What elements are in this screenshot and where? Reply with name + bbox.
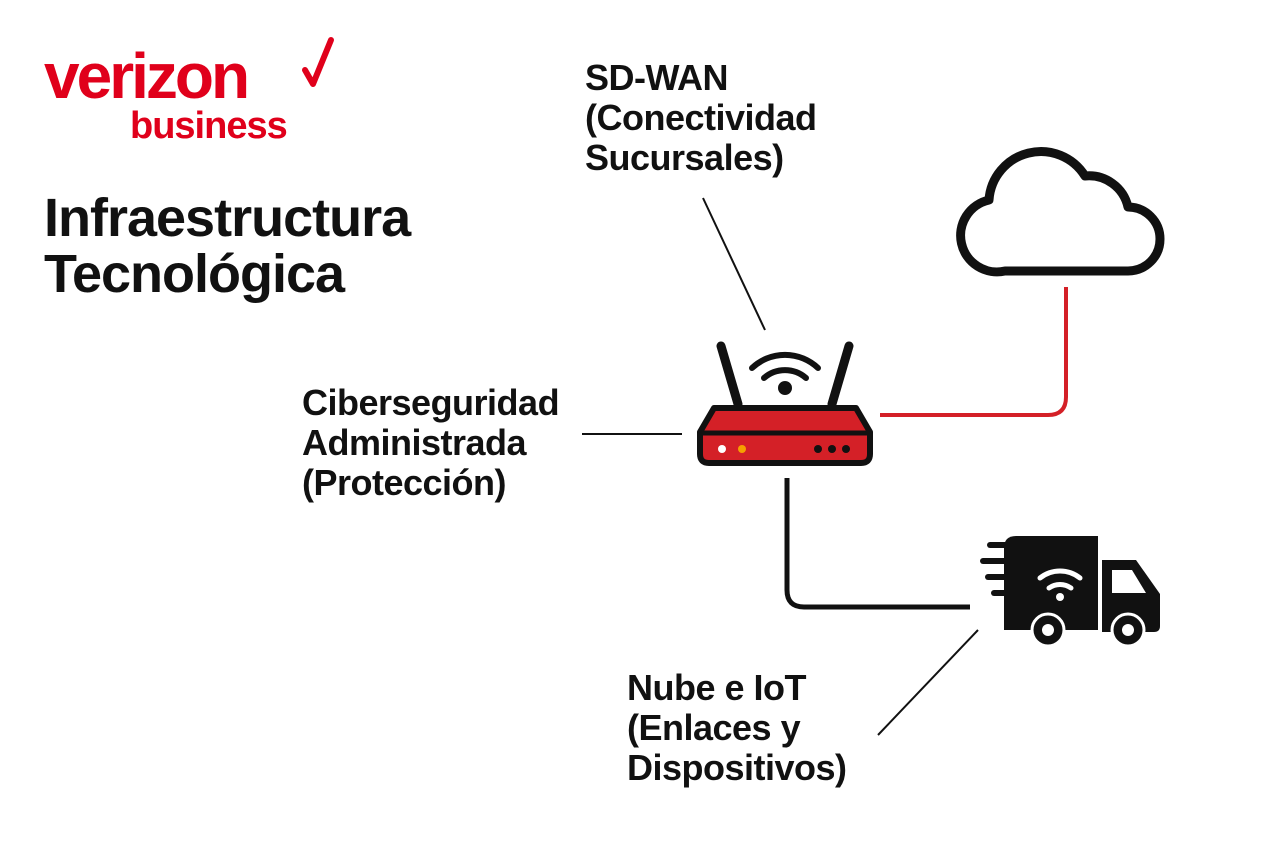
- logo-subtitle: business: [130, 105, 288, 147]
- label-iot-line2: (Enlaces y: [627, 707, 801, 748]
- label-security: Ciberseguridad Administrada (Protección): [302, 382, 560, 503]
- logo-wordmark: verizon: [44, 40, 250, 112]
- label-sdwan: SD-WAN (Conectividad Sucursales): [585, 58, 817, 178]
- link-router-cloud: [880, 287, 1068, 417]
- verizon-check-icon: [302, 37, 334, 87]
- cloud-icon: [956, 147, 1165, 277]
- label-sdwan-line1: SD-WAN: [585, 57, 728, 98]
- label-sdwan-line3: Sucursales): [585, 137, 784, 178]
- label-security-line2: Administrada: [302, 422, 527, 463]
- label-iot: Nube e IoT (Enlaces y Dispositivos): [627, 668, 847, 788]
- page-title-line2: Tecnológica: [44, 244, 345, 304]
- delivery-truck-icon: [980, 536, 1160, 648]
- label-iot-line3: Dispositivos): [627, 747, 847, 788]
- wifi-icon: [749, 351, 821, 395]
- router-icon: [697, 341, 873, 466]
- connector-iot: [877, 629, 979, 736]
- label-iot-line1: Nube e IoT: [627, 667, 807, 708]
- label-security-line3: (Protección): [302, 462, 507, 503]
- page-title-line1: Infraestructura: [44, 188, 411, 248]
- page-title: Infraestructura Tecnológica: [44, 190, 504, 302]
- label-security-line1: Ciberseguridad: [302, 382, 560, 423]
- verizon-business-logo: verizon business: [44, 40, 344, 146]
- link-router-truck: [784, 478, 970, 610]
- label-sdwan-line2: (Conectividad: [585, 97, 817, 138]
- connector-sdwan: [702, 197, 766, 331]
